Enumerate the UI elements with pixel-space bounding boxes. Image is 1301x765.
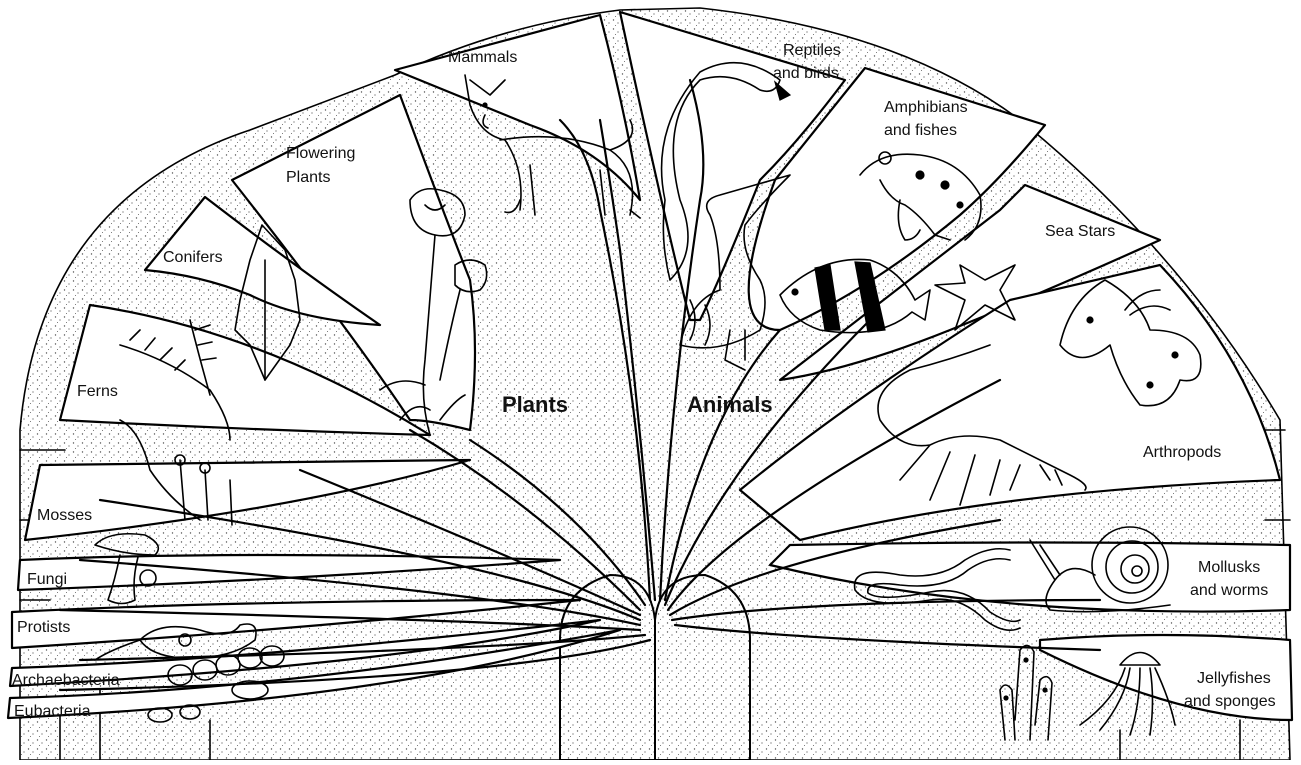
label-ferns: Ferns	[77, 383, 118, 400]
label-mammals: Mammals	[448, 49, 517, 66]
label-flowering-plants-line2: Plants	[286, 169, 330, 186]
label-reptiles-birds-line2: and birds	[773, 65, 839, 82]
label-amphibians-fishes-line1: Amphibians	[884, 99, 968, 116]
label-amphibians-fishes-line2: and fishes	[884, 122, 957, 139]
label-flowering-plants-line1: Flowering	[286, 145, 355, 162]
label-eubacteria: Eubacteria	[14, 703, 91, 720]
label-archaebacteria: Archaebacteria	[12, 672, 120, 689]
label-fungi: Fungi	[27, 571, 67, 588]
animals-label: Animals	[687, 392, 773, 417]
label-mollusks-worms-line1: Mollusks	[1198, 559, 1260, 576]
label-mosses: Mosses	[37, 507, 92, 524]
plants-label: Plants	[502, 392, 568, 417]
label-arthropods: Arthropods	[1143, 444, 1221, 461]
label-mollusks-worms-line2: and worms	[1190, 582, 1268, 599]
label-sea-stars: Sea Stars	[1045, 223, 1115, 240]
label-conifers: Conifers	[163, 249, 223, 266]
label-jellyfishes-sponges-line1: Jellyfishes	[1197, 670, 1271, 687]
label-reptiles-birds-line1: Reptiles	[783, 42, 841, 59]
label-protists: Protists	[17, 619, 70, 636]
label-jellyfishes-sponges-line2: and sponges	[1184, 693, 1276, 710]
